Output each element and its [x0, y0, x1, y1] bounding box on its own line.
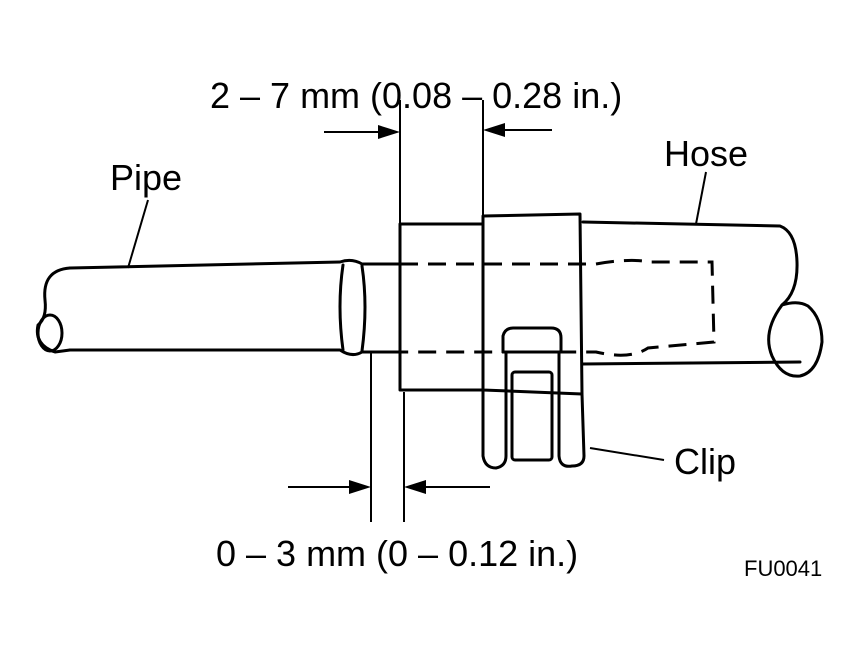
top-dimension-lines	[324, 100, 552, 224]
hose-label: Hose	[664, 133, 749, 174]
hose-leader-line	[695, 171, 707, 225]
bottom-dimension-label: 0 – 3 mm (0 – 0.12 in.)	[216, 533, 579, 574]
clip-shape	[398, 212, 586, 470]
top-dimension-label: 2 – 7 mm (0.08 – 0.28 in.)	[210, 75, 623, 116]
pipe-shape	[35, 258, 402, 357]
bottom-dimension-lines	[288, 352, 490, 522]
clip-leader-line	[589, 447, 665, 461]
pipe-label: Pipe	[110, 157, 183, 198]
hose-shape	[400, 220, 824, 378]
clip-label: Clip	[674, 441, 737, 482]
figure-code: FU0041	[744, 556, 823, 581]
pipe-leader-line	[127, 199, 149, 269]
